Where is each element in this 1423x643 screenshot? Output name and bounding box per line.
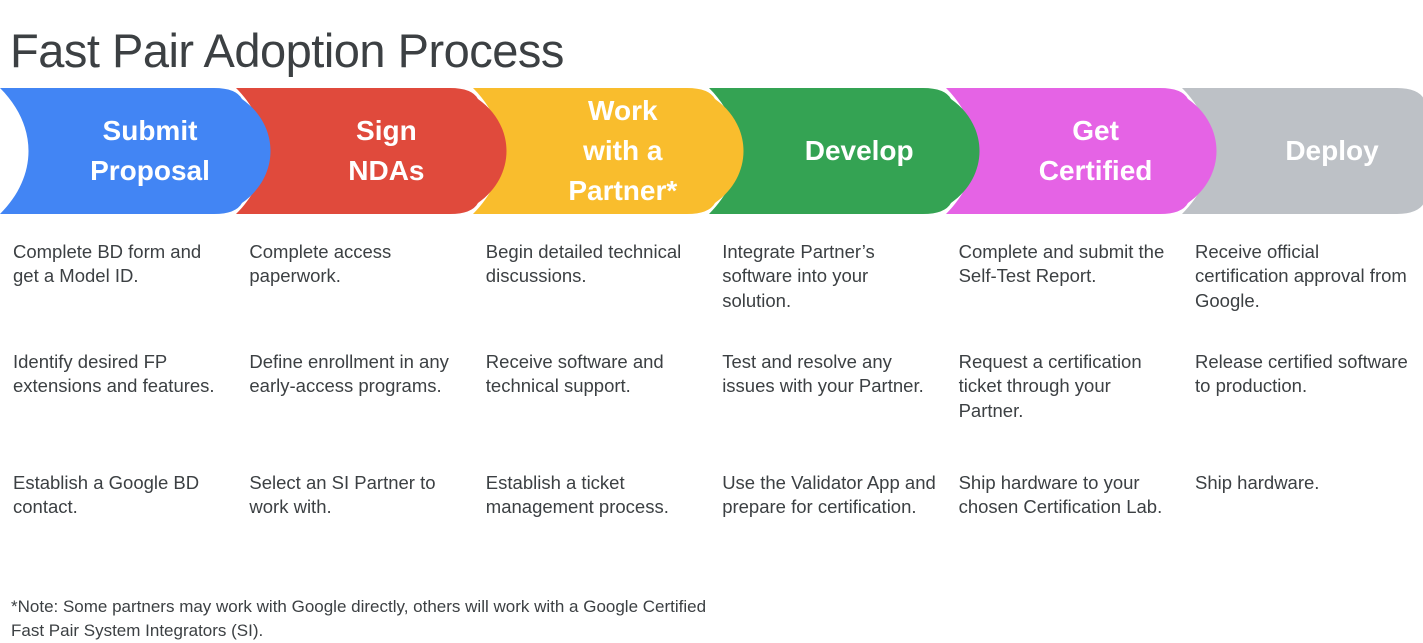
- detail-item: Begin detailed technical discussions.: [485, 241, 682, 287]
- stage-label: Get Certified: [1038, 115, 1153, 186]
- process-stage-band: Submit Proposal Sign NDAs Work with a Part…: [0, 88, 1423, 214]
- footnote-text: *Note: Some partners may work with Googl…: [11, 597, 707, 641]
- detail-item: Establish a Google BD contact.: [13, 472, 200, 518]
- stage-chevron-shape: [945, 88, 1220, 214]
- stage-label: Work with a Partner*: [568, 95, 678, 206]
- detail-item: Identify desired FP extensions and featu…: [13, 351, 215, 397]
- page-title: Fast Pair Adoption Process: [10, 24, 564, 78]
- detail-item: Ship hardware.: [1195, 472, 1320, 493]
- detail-item: Release certified software to production…: [1195, 351, 1408, 397]
- detail-item: Complete BD form and get a Model ID.: [13, 241, 202, 287]
- stage-sign-ndas[interactable]: Sign NDAs: [236, 88, 510, 214]
- stage-chevron-shape: [709, 88, 983, 214]
- stage-label: Submit Proposal: [90, 115, 210, 186]
- detail-item: Define enrollment in any early-access pr…: [249, 351, 449, 397]
- detail-item: Integrate Partner’s software into your s…: [722, 241, 875, 311]
- detail-columns-grid: Complete BD form and get a Model ID. Iden…: [0, 240, 1423, 550]
- stage-chevron-shape: [472, 88, 747, 214]
- stage-label: Develop: [804, 135, 914, 167]
- stage-develop[interactable]: Develop: [709, 88, 983, 214]
- stage-submit-proposal[interactable]: Submit Proposal: [0, 88, 274, 214]
- stage-work-with-a-partner[interactable]: Work with a Partner*: [472, 88, 747, 214]
- detail-item: Receive software and technical support.: [485, 351, 664, 397]
- detail-item: Select an SI Partner to work with.: [249, 472, 436, 518]
- detail-item: Use the Validator App and prepare for ce…: [722, 472, 936, 518]
- detail-item: Request a certification ticket through y…: [958, 351, 1142, 421]
- detail-item: Receive official certification approval …: [1195, 241, 1407, 311]
- detail-item: Complete and submit the Self-Test Report…: [958, 241, 1165, 287]
- stage-get-certified[interactable]: Get Certified: [945, 88, 1220, 214]
- stage-label: Sign NDAs: [348, 115, 425, 186]
- stage-chevron-shape: [236, 88, 510, 214]
- stage-chevron-shape: [0, 88, 274, 214]
- detail-item: Ship hardware to your chosen Certificati…: [958, 472, 1163, 518]
- stage-deploy[interactable]: Deploy: [1182, 88, 1423, 214]
- stage-chevron-shape: [1182, 88, 1423, 214]
- detail-item: Test and resolve any issues with your Pa…: [722, 351, 924, 397]
- detail-item: Establish a ticket management process.: [485, 472, 669, 518]
- stage-label: Deploy: [1285, 135, 1379, 167]
- detail-item: Complete access paperwork.: [249, 241, 392, 287]
